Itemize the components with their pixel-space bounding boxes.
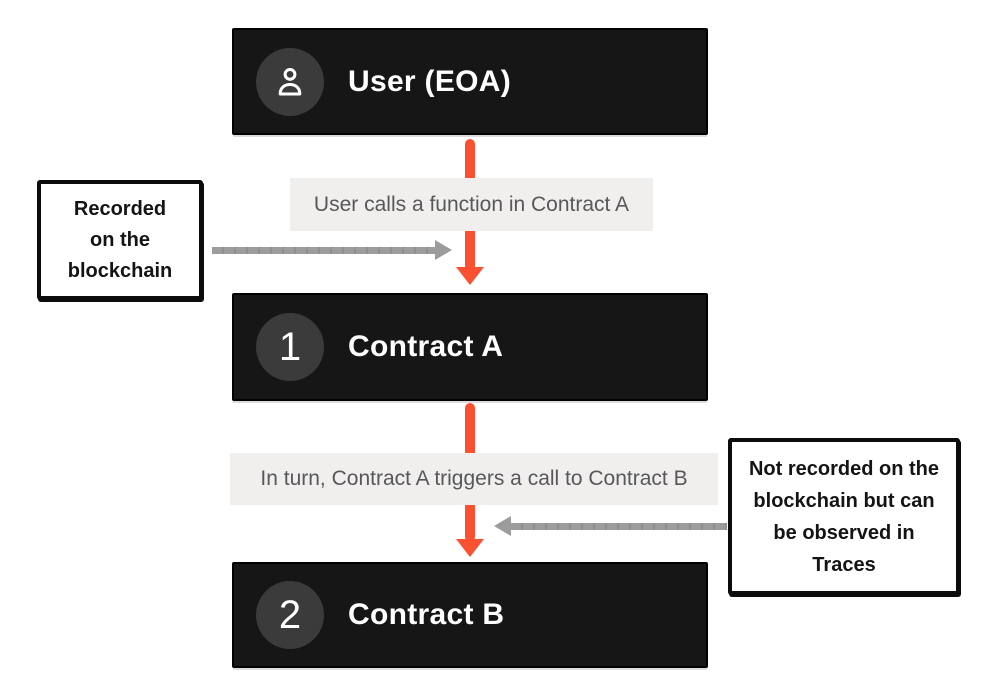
node-title-user-eoa: User (EOA) — [348, 64, 512, 98]
node-title-contract-b: Contract B — [348, 598, 505, 631]
edge-label-user-calls: User calls a function in Contract A — [290, 178, 653, 231]
arrowhead-not-recorded-note-pointer — [494, 516, 511, 536]
note-line: blockchain — [67, 259, 173, 282]
arrowhead-user-to-contract-a — [456, 267, 484, 285]
note-line: Not recorded on the — [748, 457, 939, 480]
contract-b-number: 2 — [278, 593, 302, 637]
user-avatar-circle — [256, 47, 324, 116]
note-line: on the — [90, 228, 150, 251]
note-line: be observed in — [773, 521, 915, 544]
contract-a-number-circle: 1 — [256, 313, 324, 381]
note-line: blockchain but can — [753, 489, 935, 512]
user-icon — [278, 67, 302, 96]
node-contract-a: 1 Contract A — [232, 293, 708, 401]
note-not-recorded-traces: Not recorded on the blockchain but can b… — [728, 438, 960, 595]
arrowhead-contract-a-to-contract-b — [456, 539, 484, 557]
contract-b-number-circle: 2 — [256, 581, 324, 649]
node-contract-b: 2 Contract B — [232, 562, 708, 668]
note-recorded-on-blockchain: Recorded on the blockchain — [37, 180, 203, 300]
note-line: Traces — [812, 553, 876, 576]
arrow-not-recorded-note-pointer — [511, 523, 727, 530]
arrowhead-recorded-note-pointer — [435, 240, 452, 260]
arrow-recorded-note-pointer — [212, 247, 435, 254]
edge-label-contract-a-triggers: In turn, Contract A triggers a call to C… — [230, 453, 718, 505]
note-line: Recorded — [73, 197, 167, 220]
node-user-eoa: User (EOA) — [232, 28, 708, 135]
contract-a-number: 1 — [278, 325, 302, 369]
node-title-contract-a: Contract A — [348, 330, 504, 363]
